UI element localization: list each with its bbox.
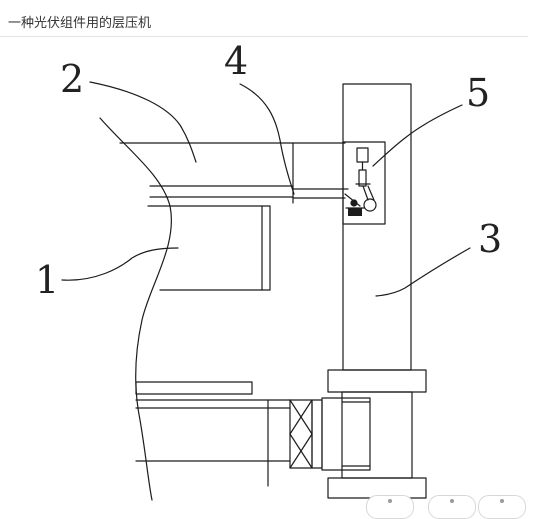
actuator-plate	[342, 141, 386, 225]
callout-1: 1	[35, 258, 59, 302]
page-header: 一种光伏组件用的层压机	[0, 0, 528, 37]
break-line	[99, 117, 172, 501]
leader-line-1	[61, 247, 179, 281]
laminator-drawing: 1 2 3 4 5	[35, 39, 502, 501]
viewer-next-button[interactable]	[478, 495, 526, 519]
horizontal-rod	[292, 188, 361, 207]
leader-line-5	[372, 104, 463, 167]
figure-canvas: 1 2 3 4 5	[0, 37, 528, 509]
prev-icon	[388, 499, 392, 503]
callout-4: 4	[224, 39, 248, 83]
leader-lines	[61, 81, 471, 297]
page-icon	[450, 499, 454, 503]
page-title: 一种光伏组件用的层压机	[8, 16, 152, 31]
scrollbar[interactable]	[528, 0, 542, 509]
leader-line-3	[375, 247, 471, 297]
chamber-block	[147, 205, 271, 291]
viewer-prev-button[interactable]	[366, 495, 414, 519]
next-icon	[500, 499, 504, 503]
callout-2: 2	[60, 57, 84, 101]
leader-line-4	[239, 83, 295, 195]
viewer-page-button[interactable]	[428, 495, 476, 519]
lower-conveyor	[135, 381, 371, 487]
callout-5: 5	[466, 71, 490, 115]
callout-3: 3	[478, 217, 502, 261]
leader-line-2	[89, 81, 197, 163]
upper-frame	[119, 142, 346, 204]
